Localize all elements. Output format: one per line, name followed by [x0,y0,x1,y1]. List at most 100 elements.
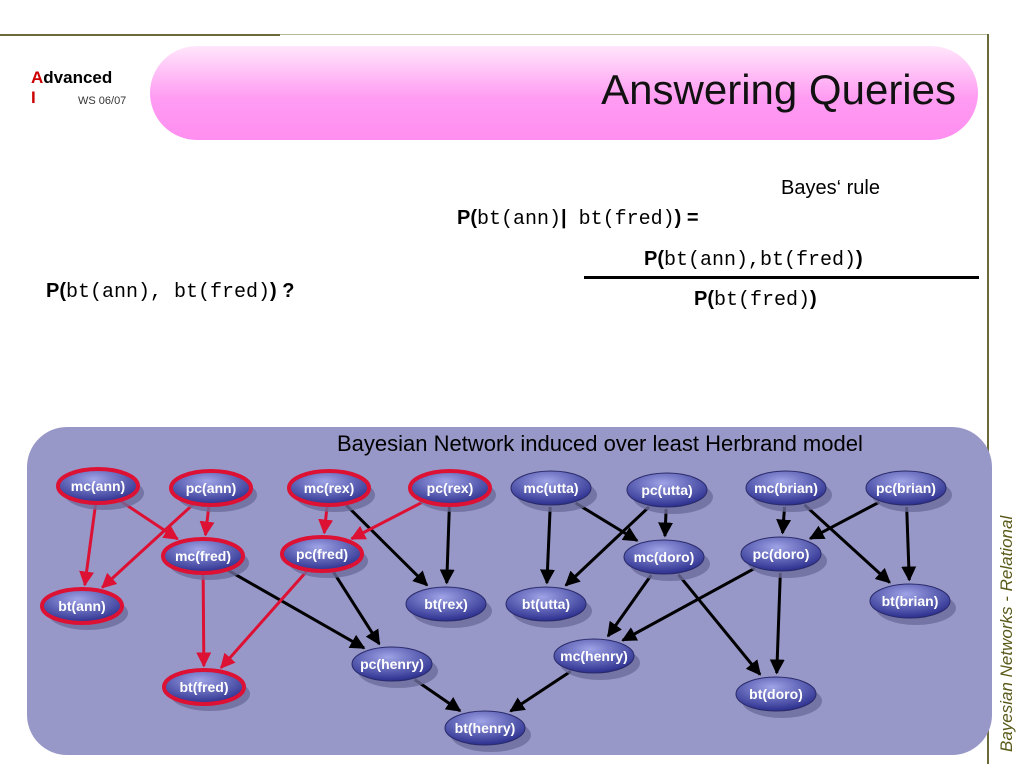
fraction-bar [584,276,979,279]
edge-pc_utta-to-bt_utta [564,505,651,587]
node-ellipse [626,472,708,508]
node-label: mc(henry) [560,648,628,664]
edge-pc_doro-to-mc_henry [621,567,756,642]
bayes-numerator: P(bt(ann),bt(fred)) [644,248,863,272]
edge-mc_brian-to-bt_brian [803,503,891,584]
node-mc_rex: mc(rex) [287,469,375,512]
edge-pc_henry-to-bt_henry [413,678,462,713]
title-banner: Answering Queries [150,46,978,140]
logo-line-1: Advanced [31,68,113,87]
edge-mc_utta-to-mc_doro [574,501,639,542]
course-logo: Advanced I WS 06/07 [31,68,126,108]
node-label: bt(doro) [749,686,803,702]
node-ellipse [408,469,492,507]
bayes-lhs: P(bt(ann)| bt(fred)) = [457,207,699,231]
node-pc_fred: pc(fred) [280,535,368,578]
node-ellipse [287,469,371,507]
node-label: bt(fred) [180,679,229,695]
node-ellipse [735,676,817,712]
node-bt_fred: bt(fred) [162,668,250,711]
node-ellipse [623,539,705,575]
edge-mc_fred-to-bt_fred [196,574,212,668]
logo-line-2: I [31,88,36,107]
network-title: Bayesian Network induced over least Herb… [337,431,863,456]
bayes-rule-label: Bayes‘ rule [781,177,880,199]
node-ellipse [745,470,827,506]
edge-pc_brian-to-bt_brian [901,506,917,582]
node-label: mc(ann) [71,478,125,494]
node-ellipse [162,668,246,706]
node-pc_brian: pc(brian) [865,470,952,512]
node-ellipse [505,586,587,622]
node-label: pc(rex) [427,480,474,496]
edge-pc_brian-to-pc_doro [808,500,880,540]
node-ellipse [56,467,140,505]
node-ellipse [865,470,947,506]
edge-pc_ann-to-mc_fred [199,506,215,537]
node-pc_henry: pc(henry) [351,646,438,688]
node-label: bt(ann) [58,598,105,614]
edge-mc_doro-to-mc_henry [606,574,653,638]
node-mc_ann: mc(ann) [56,467,144,510]
node-label: mc(brian) [754,480,818,496]
node-label: mc(rex) [304,480,355,496]
node-bt_rex: bt(rex) [405,586,492,628]
node-bt_doro: bt(doro) [735,676,822,718]
node-bt_ann: bt(ann) [40,587,128,630]
node-ellipse [869,583,951,619]
edge-pc_fred-to-pc_henry [332,571,381,646]
node-pc_ann: pc(ann) [169,469,257,512]
edge-pc_rex-to-pc_fred [350,500,424,541]
node-label: bt(henry) [455,720,516,736]
node-ellipse [161,537,245,575]
edge-pc_ann-to-bt_ann [101,503,194,589]
slide-title: Answering Queries [601,66,956,113]
node-label: pc(utta) [641,482,692,498]
edge-pc_rex-to-bt_rex [439,506,455,585]
node-label: bt(brian) [882,593,939,609]
node-ellipse [40,587,124,625]
node-label: bt(rex) [424,596,468,612]
node-ellipse [280,535,364,573]
node-mc_fred: mc(fred) [161,537,249,580]
term-label: WS 06/07 [78,95,127,107]
node-label: pc(fred) [296,546,348,562]
query-formula: P(bt(ann), bt(fred)) ? [46,280,295,304]
node-bt_brian: bt(brian) [869,583,956,625]
node-ellipse [169,469,253,507]
node-bt_utta: bt(utta) [505,586,592,628]
edge-mc_ann-to-mc_fred [120,500,179,541]
node-mc_henry: mc(henry) [553,638,640,680]
bayes-denominator: P(bt(fred)) [694,288,817,312]
edge-mc_rex-to-bt_rex [345,504,429,587]
node-pc_utta: pc(utta) [626,472,713,514]
node-ellipse [405,586,487,622]
node-label: pc(henry) [360,656,424,672]
node-label: pc(ann) [186,480,237,496]
node-ellipse [444,710,526,746]
edge-mc_ann-to-bt_ann [79,504,97,587]
node-label: mc(fred) [175,548,231,564]
top-rule-light [280,34,988,35]
node-label: mc(doro) [634,549,695,565]
right-rule [987,34,989,764]
node-ellipse [510,470,592,506]
edge-mc_fred-to-pc_henry [227,569,366,650]
node-label: pc(doro) [753,546,810,562]
edge-mc_utta-to-bt_utta [539,506,555,585]
edge-pc_doro-to-bt_doro [769,572,785,675]
node-label: pc(brian) [876,480,936,496]
top-rule [0,34,280,36]
node-pc_rex: pc(rex) [408,469,496,512]
node-ellipse [553,638,635,674]
node-bt_henry: bt(henry) [444,710,531,752]
node-ellipse [351,646,433,682]
edge-pc_fred-to-bt_fred [219,570,308,669]
edge-mc_henry-to-bt_henry [509,670,572,713]
node-mc_utta: mc(utta) [510,470,597,512]
node-ellipse [740,536,822,572]
node-pc_doro: pc(doro) [740,536,827,578]
node-mc_doro: mc(doro) [623,539,710,581]
edge-mc_doro-to-bt_doro [677,573,762,676]
